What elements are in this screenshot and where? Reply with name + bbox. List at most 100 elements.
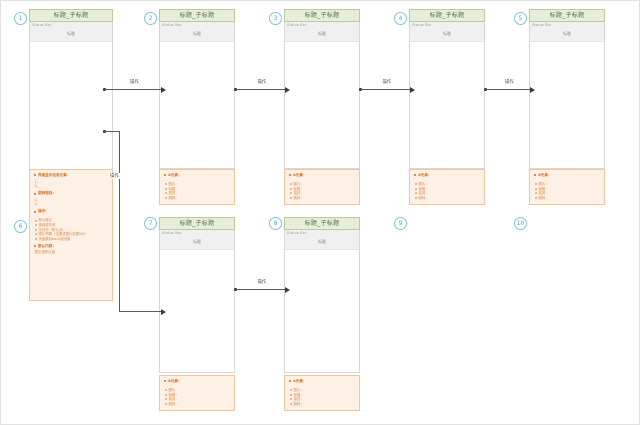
note-text: 2、 <box>34 202 41 207</box>
card-2-status-bar: Status Bar 标题 <box>160 22 234 42</box>
step-number-6: 6 <box>14 220 27 233</box>
note-list-item: 描述： <box>534 191 600 196</box>
note-list-item: 标题： <box>534 187 600 192</box>
note-list-item: 描述： <box>414 191 480 196</box>
note-heading: A元素： <box>414 173 480 178</box>
note-list-item: 错误或失效 <box>34 223 108 228</box>
note-heading: A元素： <box>289 379 355 384</box>
connector-line <box>235 89 285 90</box>
note-list-item: 图片： <box>414 182 480 187</box>
note-list-item: 标题： <box>164 393 230 398</box>
connector-line <box>235 289 285 290</box>
connector-line <box>485 89 530 90</box>
note-list-item: 默认展示 <box>34 218 108 223</box>
note-list-item: 描述： <box>289 397 355 402</box>
connector-segment-bottom <box>119 311 161 312</box>
card-8-status-bar: Status Bar 标题 <box>285 230 359 250</box>
card-8-body: Status Bar 标题 <box>284 230 360 373</box>
step-number-10: 10 <box>514 217 527 230</box>
note-list-item: 标题： <box>414 187 480 192</box>
note-8: A元素： 图片：标题：描述：跳转： <box>284 375 360 411</box>
connector-arrowhead <box>285 86 290 93</box>
connector-line <box>360 89 410 90</box>
note-text: 2、 <box>34 184 41 189</box>
connector-arrowhead <box>161 86 166 93</box>
note-text: 提示语默认值 <box>34 250 55 255</box>
note-list-item: 标题： <box>289 187 355 192</box>
status-bar-title: 标题 <box>318 239 326 244</box>
note-1: 界面显示信息元素：1、2、跳转规则：1、2、操作：默认展示错误或失效空状态（默认… <box>29 169 113 301</box>
note-heading: A元素： <box>534 173 600 178</box>
note-heading: 跳转规则： <box>34 191 108 196</box>
connector-label: 操作 <box>504 79 515 85</box>
connector-arrowhead <box>530 86 535 93</box>
note-list-item: 图片： <box>289 182 355 187</box>
connector-label: 操作 <box>256 79 268 85</box>
step-number-9: 9 <box>394 217 407 230</box>
note-list-item: 图片： <box>289 388 355 393</box>
status-bar-label: Status Bar <box>412 23 432 27</box>
status-bar-label: Status Bar <box>32 23 52 27</box>
status-bar-label: Status Bar <box>287 23 307 27</box>
connector-segment-vertical <box>119 131 120 311</box>
note-list-item: 图片： <box>164 182 230 187</box>
note-list-item: 图片书籍（无图或图片加载fail） <box>34 232 108 237</box>
note-heading: A元素： <box>164 173 230 178</box>
connector-arrowhead <box>161 308 166 315</box>
note-list-item: 描述： <box>164 191 230 196</box>
connector-arrowhead <box>285 286 290 293</box>
note-list-item: 跳转： <box>164 196 230 201</box>
note-heading: A元素： <box>289 173 355 178</box>
note-list-item: 跳转： <box>289 196 355 201</box>
note-heading: 操作： <box>34 209 108 214</box>
note-list-item: 跳转： <box>289 402 355 407</box>
card-4-body: Status Bar 标题 <box>409 22 485 169</box>
note-list-item: 标题： <box>164 187 230 192</box>
card-5-title: 标题_子标题 <box>529 9 605 22</box>
status-bar-title: 标题 <box>443 31 451 36</box>
step-number-4: 4 <box>394 12 407 25</box>
step-number-8: 8 <box>269 217 282 230</box>
note-text: 1、 <box>34 197 41 202</box>
connector-label: 操作 <box>109 173 120 179</box>
connector-label: 操作 <box>129 79 140 85</box>
note-list-item: 空状态（默认页）： <box>34 228 108 233</box>
card-4-status-bar: Status Bar 标题 <box>410 22 484 42</box>
status-bar-label: Status Bar <box>162 231 182 235</box>
step-number-1: 1 <box>14 12 27 25</box>
connector-label: 操作 <box>381 79 393 85</box>
status-bar-title: 标题 <box>193 31 201 36</box>
note-4: A元素： 图片：标题：描述：跳转： <box>409 169 485 205</box>
status-bar-label: Status Bar <box>162 23 182 27</box>
note-list-item: 跳转： <box>414 196 480 201</box>
step-number-2: 2 <box>144 12 157 25</box>
note-3: A元素：图片：标题：描述：跳转： <box>284 169 360 205</box>
note-list-item: 跳转： <box>164 402 230 407</box>
card-4-title: 标题_子标题 <box>409 9 485 22</box>
connector-line <box>104 89 161 90</box>
card-8-title: 标题_子标题 <box>284 217 360 230</box>
card-3-title: 标题_子标题 <box>284 9 360 22</box>
status-bar-title: 标题 <box>563 31 571 36</box>
note-text: 1、 <box>34 179 41 184</box>
step-number-7: 7 <box>144 217 157 230</box>
note-7: A元素：图片：标题：描述：跳转： <box>159 375 235 411</box>
status-bar-label: Status Bar <box>287 231 307 235</box>
connector-label: 操作 <box>256 279 268 285</box>
card-7-title: 标题_子标题 <box>159 217 235 230</box>
status-bar-label: Status Bar <box>532 23 552 27</box>
note-list-item: 标题： <box>289 393 355 398</box>
note-heading: A元素： <box>164 379 230 384</box>
note-2: A元素： 图片：标题：描述：跳转： <box>159 169 235 205</box>
